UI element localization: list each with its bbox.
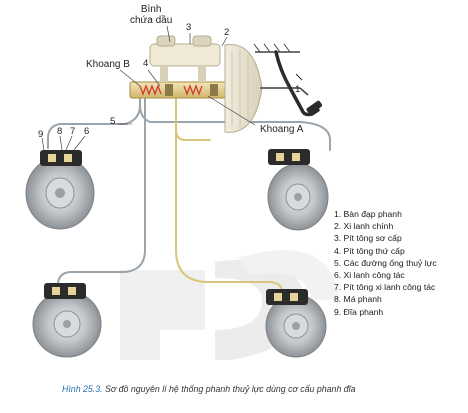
label-2: 2 bbox=[224, 27, 230, 38]
legend-item: 1. Bàn đạp phanh bbox=[334, 209, 402, 219]
label-1: 1 bbox=[295, 84, 301, 95]
wheel-rear-left bbox=[32, 283, 102, 358]
master-cylinder bbox=[129, 81, 231, 99]
legend-item: 8. Má phanh bbox=[334, 294, 382, 305]
legend-item: 6. Xi lanh công tác bbox=[334, 270, 405, 281]
label-6: 6 bbox=[84, 126, 90, 137]
label-4: 4 bbox=[143, 58, 149, 69]
brake-booster bbox=[224, 44, 309, 133]
legend-item: 5. Các đường ống thuỷ lực bbox=[334, 257, 437, 268]
wheel-rear-right bbox=[265, 289, 327, 358]
secondary-piston bbox=[165, 84, 173, 96]
brake-pedal bbox=[253, 43, 323, 117]
spring-b bbox=[139, 84, 162, 96]
reservoir bbox=[149, 35, 221, 82]
reservoir-label-line1: Bình bbox=[140, 4, 162, 15]
caliper bbox=[266, 289, 308, 305]
legend-item: 3. Pít tông sơ cấp bbox=[334, 233, 402, 244]
leader-lines bbox=[41, 25, 293, 151]
label-5: 5 bbox=[110, 116, 116, 127]
reservoir-label-line2: chứa dầu bbox=[130, 15, 173, 26]
chamber-a-label: Khoang A bbox=[260, 124, 304, 135]
chamber-b-label: Khoang B bbox=[86, 59, 130, 70]
legend-item: 7. Pít tông xi lanh công tác bbox=[334, 282, 436, 293]
caliper bbox=[40, 150, 82, 166]
figure-number: Hình 25.3. bbox=[62, 384, 103, 394]
reservoir-label: Bình chứa dầu bbox=[130, 4, 172, 26]
hydraulic-lines bbox=[47, 91, 331, 293]
figure-caption-text: Sơ đồ nguyên lí hệ thống phanh thuỷ lực … bbox=[102, 384, 356, 394]
primary-piston bbox=[210, 84, 218, 96]
caliper bbox=[44, 283, 86, 299]
label-9: 9 bbox=[38, 129, 44, 140]
wheel-front-right bbox=[267, 149, 329, 231]
legend-item: 9. Đĩa phanh bbox=[334, 306, 384, 317]
figure-caption: Hình 25.3. Sơ đồ nguyên lí hệ thống phan… bbox=[62, 384, 356, 394]
legend-list: 1. Bàn đạp phanh 2. Xi lanh chính 3. Pít… bbox=[334, 208, 437, 318]
spring-a bbox=[183, 84, 203, 96]
legend-item: 2. Xi lanh chính bbox=[334, 221, 394, 232]
label-8: 8 bbox=[57, 126, 63, 137]
legend-item: 4. Pít tông thứ cấp bbox=[334, 245, 405, 256]
label-7: 7 bbox=[70, 126, 76, 137]
wheel-front-left bbox=[25, 150, 95, 230]
caliper bbox=[268, 149, 310, 165]
label-3: 3 bbox=[186, 22, 192, 33]
